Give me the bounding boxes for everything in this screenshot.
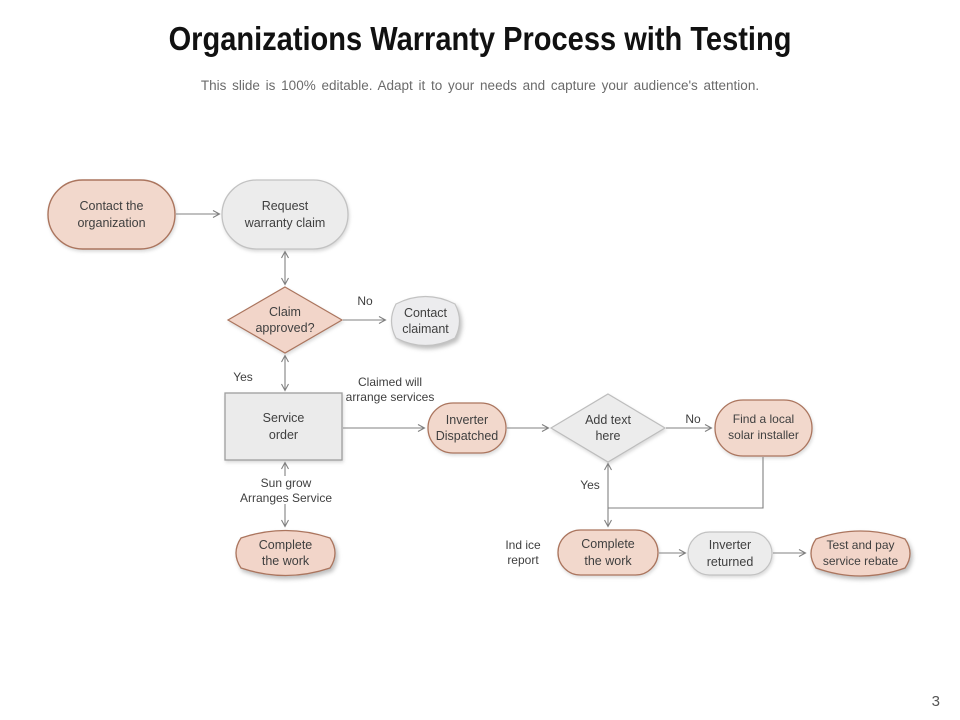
connector-installer-join: [608, 457, 764, 509]
page-number: 3: [931, 693, 940, 710]
node-complete-work-right-shape: [557, 529, 659, 576]
node-add-text-here-diamond: [549, 393, 667, 463]
node-service-order-shape: [224, 392, 343, 461]
node-contact-organization-shape: [47, 179, 176, 250]
node-claim-approved-diamond: [226, 286, 344, 354]
node-contact-claimant-shape: [390, 295, 461, 347]
slide-title: Organizations Warranty Process with Test…: [168, 20, 792, 57]
node-test-pay-rebate-shape: [810, 530, 911, 577]
node-inverter-dispatched-shape: [427, 402, 507, 454]
node-find-local-installer-shape: [714, 399, 813, 457]
node-request-warranty-claim-shape: [221, 179, 349, 250]
slide-subtitle: This slide is 100% editable. Adapt it to…: [200, 78, 760, 93]
node-complete-work-left-shape: [235, 529, 336, 577]
node-inverter-returned-shape: [687, 531, 773, 576]
